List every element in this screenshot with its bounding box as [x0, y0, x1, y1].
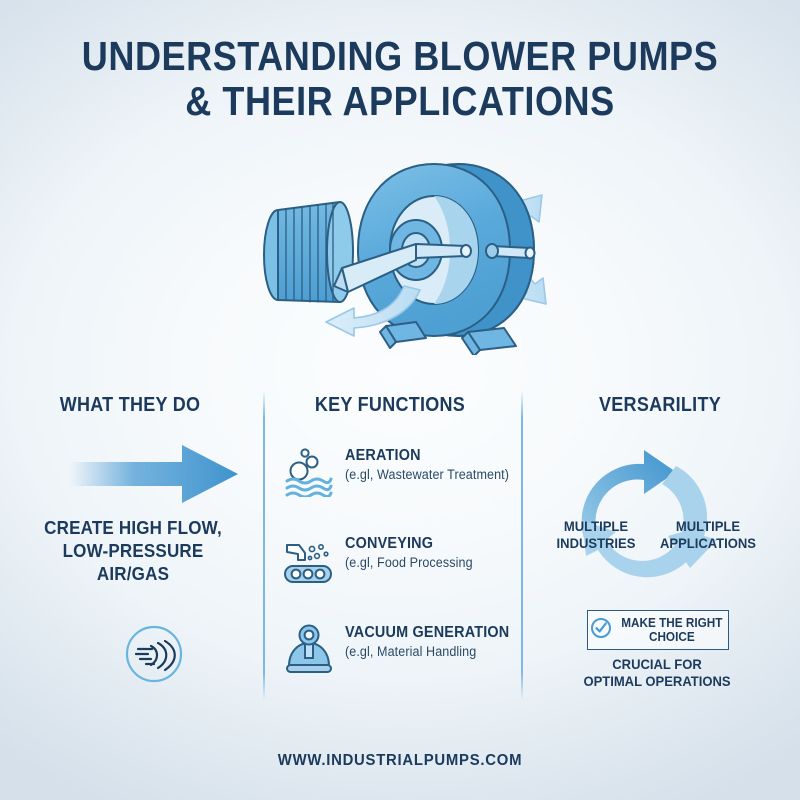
crucial-line-1: CRUCIAL FOR	[612, 656, 702, 672]
cycle-label-industries-line-2: INDUSTRIES	[556, 535, 636, 551]
column-heading-what-they-do: WHAT THEY DO	[59, 394, 201, 416]
title-line-2: & THEIR APPLICATIONS	[185, 78, 615, 124]
cycle-label-applications-line-2: APPLICATIONS	[660, 535, 756, 551]
key-function-example: (e.gl, Wastewater Treatment)	[345, 467, 510, 482]
crucial-statement: CRUCIAL FOR OPTIMAL OPERATIONS	[583, 656, 732, 690]
footer-url: WWW.INDUSTRIALPUMPS.COM	[277, 752, 523, 769]
airflow-circle-icon	[118, 618, 190, 690]
cycle-label-applications: MULTIPLE APPLICATIONS	[660, 518, 757, 552]
choice-line-1: MAKE THE RIGHT	[621, 615, 723, 630]
title-line-1: UNDERSTANDING BLOWER PUMPS	[81, 33, 719, 79]
statement-line-1: CREATE HIGH FLOW,	[44, 517, 222, 538]
cycle-label-industries: MULTIPLE INDUSTRIES	[551, 518, 640, 552]
key-function-title: VACUUM GENERATION	[345, 624, 510, 641]
statement-line-3: AIR/GAS	[96, 563, 170, 584]
key-function-example: (e.gl, Food Processing	[345, 555, 473, 570]
key-function-text: CONVEYING (e.gl, Food Processing	[345, 535, 545, 570]
conveyor-belt-icon	[283, 535, 335, 585]
cycle-label-applications-line-1: MULTIPLE	[675, 518, 741, 534]
key-function-example: (e.gl, Material Handling	[345, 644, 477, 659]
make-the-right-choice-badge: MAKE THE RIGHT CHOICE	[587, 610, 729, 650]
key-function-text: AERATION (e.gl, Wastewater Treatment)	[345, 447, 545, 482]
what-they-do-statement: CREATE HIGH FLOW, LOW-PRESSURE AIR/GAS	[29, 516, 237, 585]
circular-arrows-cycle-icon	[556, 432, 756, 592]
choice-line-2: CHOICE	[649, 630, 695, 644]
column-heading-versatility: VERSARILITY	[598, 394, 721, 416]
right-arrow-gradient-icon	[70, 443, 240, 505]
key-function-row: AERATION (e.gl, Wastewater Treatment)	[283, 445, 523, 501]
key-function-text: VACUUM GENERATION (e.gl, Material Handli…	[345, 624, 545, 659]
make-the-right-choice-label: MAKE THE RIGHT CHOICE	[621, 616, 722, 645]
vacuum-suction-cup-icon	[283, 624, 335, 674]
column-heading-key-functions: KEY FUNCTIONS	[314, 394, 466, 416]
key-function-title: AERATION	[345, 447, 421, 464]
key-function-row: VACUUM GENERATION (e.gl, Material Handli…	[283, 622, 523, 678]
cycle-label-industries-line-1: MULTIPLE	[563, 518, 629, 534]
blower-pump-illustration	[230, 150, 580, 357]
crucial-line-2: OPTIMAL OPERATIONS	[583, 673, 731, 689]
key-function-title: CONVEYING	[345, 535, 434, 552]
bubbles-water-icon	[283, 447, 335, 499]
column-divider-left	[263, 390, 265, 700]
check-circle-icon	[590, 617, 612, 644]
column-divider-right	[521, 390, 523, 700]
statement-line-2: LOW-PRESSURE	[62, 540, 204, 561]
page-title: UNDERSTANDING BLOWER PUMPS & THEIR APPLI…	[0, 34, 800, 124]
key-function-row: CONVEYING (e.gl, Food Processing	[283, 533, 523, 589]
